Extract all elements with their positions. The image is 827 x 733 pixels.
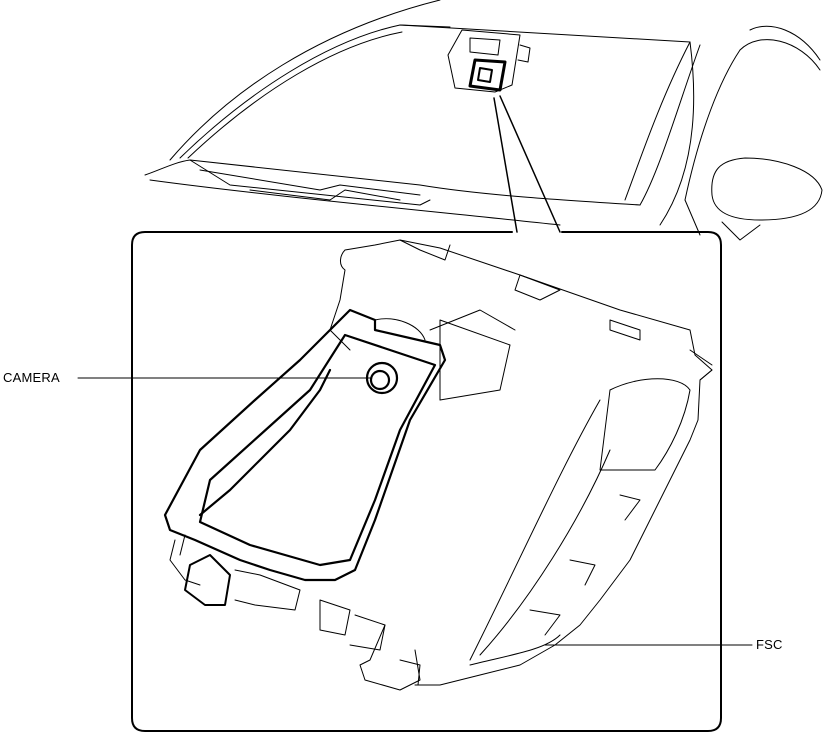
camera-bracket xyxy=(163,308,447,582)
fsc-label: FSC xyxy=(756,637,783,652)
callout-line-left xyxy=(493,97,518,233)
callout-line-right xyxy=(499,95,561,233)
camera-label: CAMERA xyxy=(3,370,60,385)
camera-mount-small xyxy=(447,29,531,93)
car-windshield-overview xyxy=(144,0,823,241)
detail-box xyxy=(131,231,722,732)
fsc-unit xyxy=(169,239,713,691)
